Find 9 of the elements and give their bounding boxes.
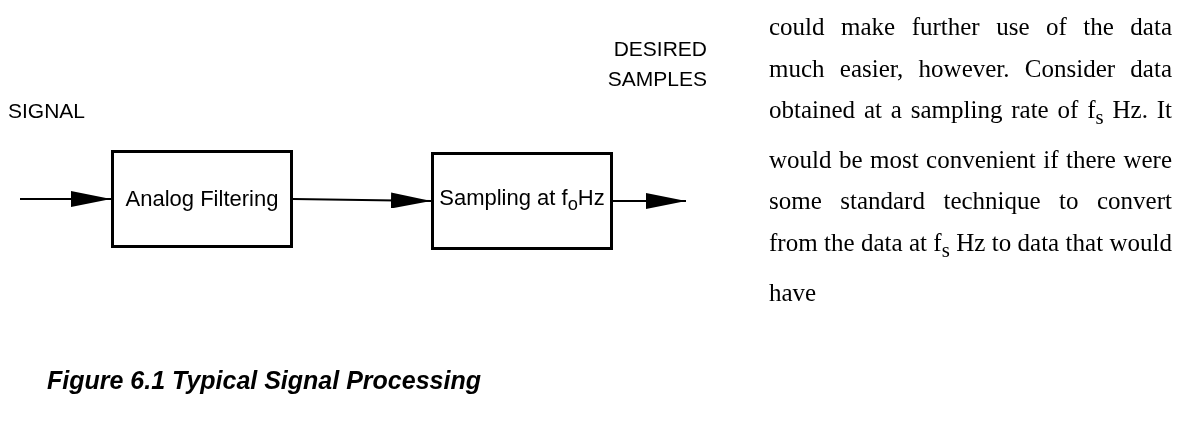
arrow bbox=[19, 191, 112, 207]
input-label: SIGNAL bbox=[8, 98, 86, 124]
process-box: Analog Filtering bbox=[111, 150, 293, 248]
arrow bbox=[612, 193, 687, 209]
figure-caption: Figure 6.1 Typical Signal Processing bbox=[47, 366, 481, 395]
output-label: DESIRED SAMPLES bbox=[606, 36, 707, 92]
process-box: Sampling at f$_{o}$Hz bbox=[431, 152, 613, 250]
body-text: could make further use of the data much easier, however. Consider data obtained at a sampling rate of f$_{s}$ Hz. It would be most convenient if there were some standard technique to convert from the data at f$_{s}$ Hz to data that would have bbox=[769, 12, 1172, 308]
arrow bbox=[292, 192, 432, 209]
